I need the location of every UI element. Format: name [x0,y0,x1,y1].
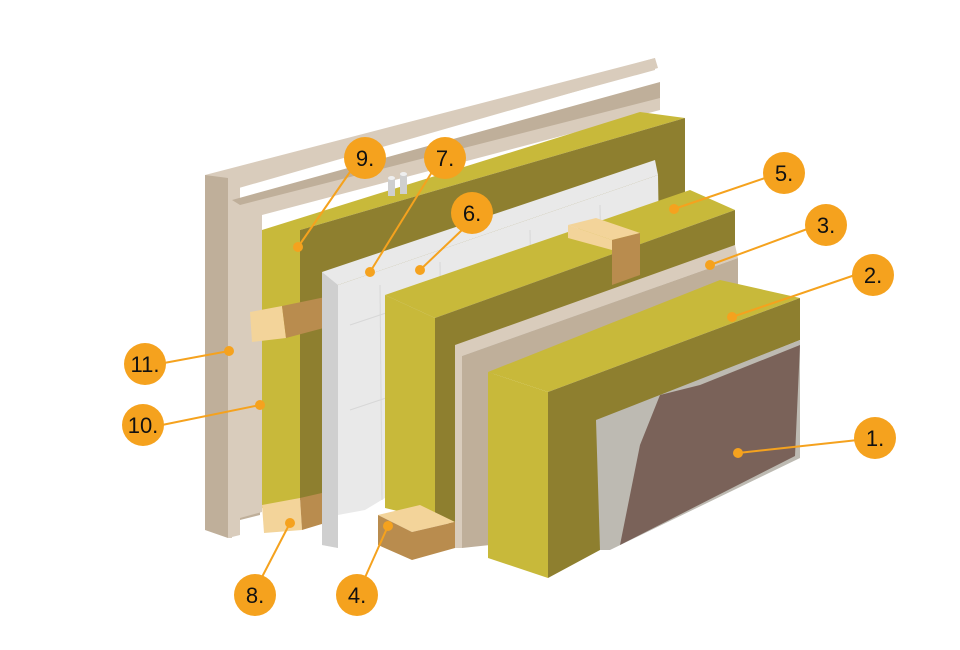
dot-11 [224,346,234,356]
leader-6 [419,229,463,271]
callout-7-label: 7. [436,146,454,171]
layer-5-front [385,295,435,520]
layer-5-stud-front [568,225,612,250]
leader-4 [362,525,389,583]
callout-2: 2. [852,254,894,296]
callout-9-label: 9. [356,146,374,171]
dot-1 [733,448,743,458]
callout-4: 4. [336,574,378,616]
layer-7-edge [322,272,338,548]
layer-5-stud-top [568,218,640,240]
dot-7 [365,267,375,277]
pipe-1 [388,178,395,196]
layer-4-face [378,505,455,532]
layer-1-top-coat [620,345,800,545]
callout-9-badge [344,137,386,179]
layer-2-front [488,372,548,578]
layer-11-side [205,175,228,538]
layer-1-render [596,340,800,550]
callout-10-badge [122,404,164,446]
dot-3 [705,260,715,270]
callout-6-label: 6. [463,201,481,226]
leader-11 [163,350,230,364]
callout-8: 8. [234,574,276,616]
layer-5-top [385,190,735,318]
callout-6: 6. [451,192,493,234]
callout-1: 1. [854,417,896,459]
dot-8 [285,518,295,528]
dot-6 [415,265,425,275]
layer-11-board [205,58,658,538]
leader-3 [709,227,811,266]
layer-3-front [455,245,738,548]
layer-2-top [488,280,800,392]
callout-lines [161,171,859,583]
callout-1-badge [854,417,896,459]
callout-2-label: 2. [864,263,882,288]
callout-4-label: 4. [348,583,366,608]
callout-3-badge [805,204,847,246]
callout-3: 3. [805,204,847,246]
layer-5-stud-side [612,233,640,285]
callout-10: 10. [122,404,164,446]
callout-11-badge [124,343,166,385]
callout-5: 5. [763,152,805,194]
dot-4 [383,521,393,531]
layer-5-stud [568,218,640,285]
layer-5-insulation [385,190,735,525]
pipe-2 [400,174,407,194]
callout-4-badge [336,574,378,616]
layer-8-upper-face [250,306,286,342]
callout-5-label: 5. [775,161,793,186]
callout-8-badge [234,574,276,616]
pipe-1-top [388,176,395,180]
layer-5-side [435,210,735,525]
dot-5 [669,204,679,214]
dot-10 [255,400,265,410]
pipes [388,172,407,196]
callout-11: 11. [124,343,166,385]
pipe-2-top [400,172,407,176]
leader-7 [369,171,433,273]
callout-3-label: 3. [817,213,835,238]
callout-10-label: 10. [128,413,159,438]
layer-9-top [262,112,685,230]
callout-7-badge [424,137,466,179]
callout-5-badge [763,152,805,194]
callout-2-badge [852,254,894,296]
callout-8-label: 8. [246,583,264,608]
leader-2 [731,274,856,318]
layer-4-side [412,522,455,560]
leader-8 [261,522,291,578]
layer-9-front [262,230,300,508]
leader-5 [673,177,766,210]
layer-8-upper-side [282,295,335,338]
callout-7: 7. [424,137,466,179]
callout-dots [224,204,743,531]
layer-7-front [322,160,658,548]
dot-2 [727,312,737,322]
callout-6-badge [451,192,493,234]
dot-9 [293,242,303,252]
callout-11-label: 11. [131,352,160,377]
leader-1 [737,439,859,454]
callout-9: 9. [344,137,386,179]
leader-10 [161,404,261,426]
leader-9 [297,171,351,248]
callout-1-label: 1. [866,426,884,451]
